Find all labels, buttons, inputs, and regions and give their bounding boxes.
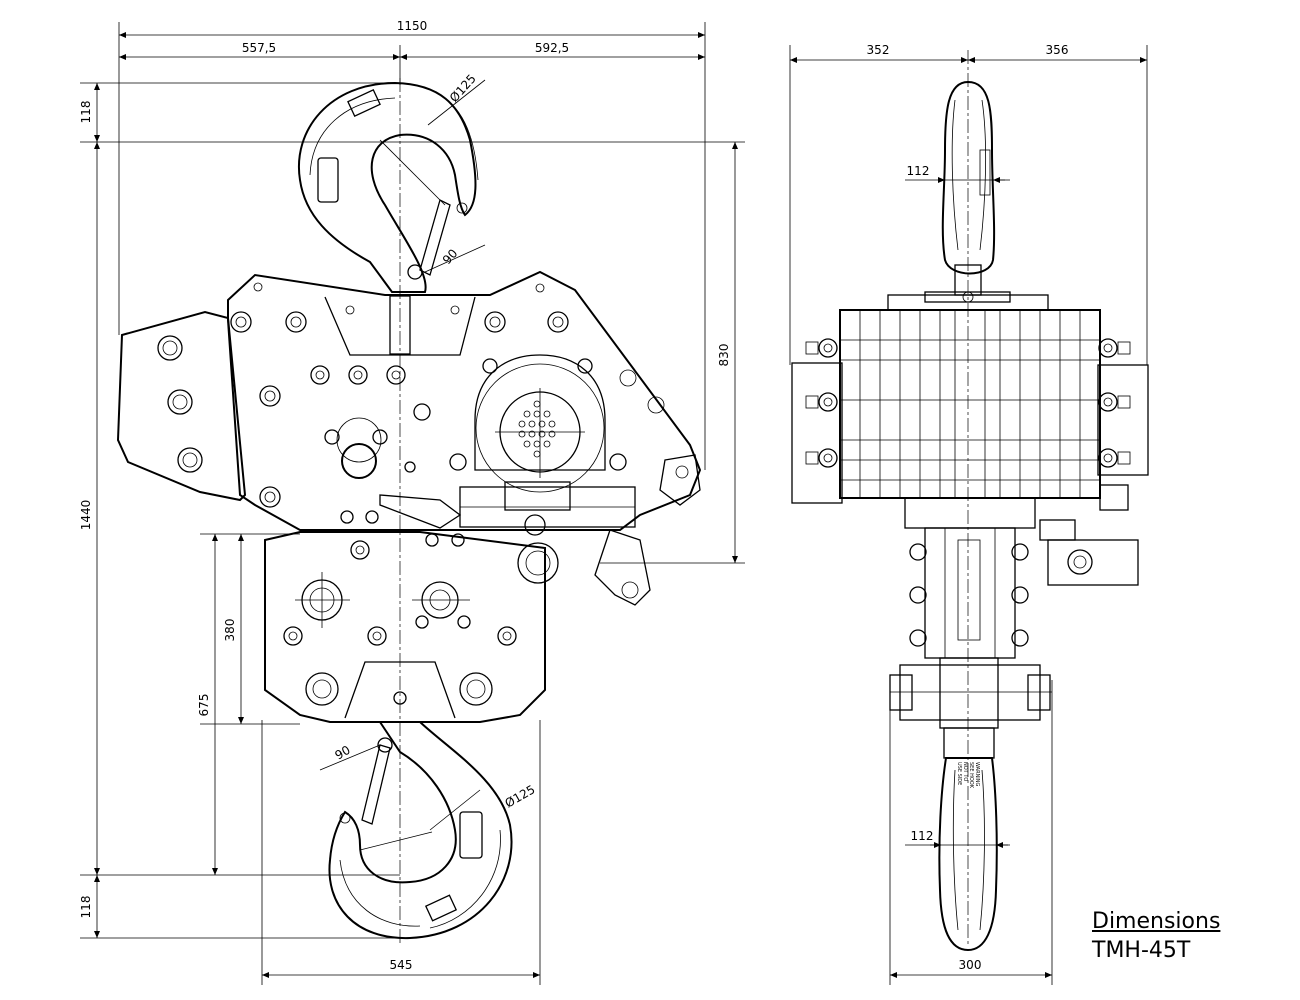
title-label: Dimensions [1092, 909, 1221, 934]
bottom-block-width-label: 545 [390, 958, 413, 972]
body-bolts [230, 282, 665, 508]
lower-height-label: 380 [223, 619, 237, 642]
dimension-side-bottom: 300 [890, 958, 1052, 978]
dimension-overall-width: 1150 [119, 19, 705, 38]
warning-line-1: WARNING [974, 762, 980, 787]
top-hook-height-label: 118 [79, 101, 93, 124]
main-body [227, 270, 702, 531]
dimension-total-height: 1440 [79, 142, 100, 875]
dimension-top-hook: 118 [79, 83, 100, 142]
side-bolts [805, 338, 1131, 468]
brake-assembly [340, 481, 651, 606]
dimension-side-left: 352 [790, 43, 968, 63]
side-left-label: 352 [867, 43, 890, 57]
side-lower-bolts [909, 543, 1029, 647]
dimension-body-height: 830 [717, 142, 738, 563]
extension-lines [80, 22, 745, 985]
warning-line-2: SEE HOOK [968, 762, 974, 789]
warning-line-4: USE SIDE [956, 762, 962, 785]
model-label: TMH-45T [1092, 938, 1191, 963]
dimension-lower-height: 380 [223, 534, 244, 724]
total-height-label: 1440 [79, 500, 93, 531]
front-view: 1150 557,5 592,5 118 1440 118 380 [79, 19, 745, 985]
bottom-hook: Ø125 90 [319, 721, 538, 940]
hook-drop-label: 675 [197, 694, 211, 717]
motor-housing [474, 354, 606, 493]
left-side-plate [116, 310, 247, 502]
bottom-hook-diameter-label: Ø125 [503, 782, 538, 810]
warning-plate: WARNING SEE HOOK NOT TO USE SIDE [956, 762, 980, 789]
lower-body [264, 531, 546, 723]
side-top-throat-label: 112 [907, 164, 930, 178]
side-top-hook: 112 [905, 80, 1010, 303]
side-right-label: 356 [1046, 43, 1069, 57]
overall-width-label: 1150 [397, 19, 428, 33]
bottom-hook-angle-label: 90 [333, 743, 353, 763]
title-block: Dimensions TMH-45T [1092, 908, 1220, 966]
bottom-hook-height-label: 118 [79, 896, 93, 919]
right-width-label: 592,5 [535, 41, 569, 55]
body-height-label: 830 [717, 344, 731, 367]
side-lower-body [889, 497, 1139, 729]
dimension-right-width: 592,5 [400, 41, 705, 60]
dimension-bottom-block-width: 545 [262, 958, 540, 978]
dimension-hook-drop: 675 [197, 534, 218, 875]
dimension-side-right: 356 [968, 43, 1147, 63]
side-bottom-throat-label: 112 [911, 829, 934, 843]
side-bottom-hook: 112 WARNING SEE HOOK NOT TO USE SIDE [905, 727, 1010, 952]
warning-line-3: NOT TO [962, 762, 968, 781]
side-main-body [791, 291, 1149, 511]
left-width-label: 557,5 [242, 41, 276, 55]
side-view: 352 356 300 112 [789, 43, 1149, 985]
dimension-bottom-hook: 118 [79, 875, 100, 938]
top-hook: Ø125 90 [297, 72, 486, 293]
side-bottom-width-label: 300 [959, 958, 982, 972]
dimension-left-width: 557,5 [119, 41, 400, 60]
